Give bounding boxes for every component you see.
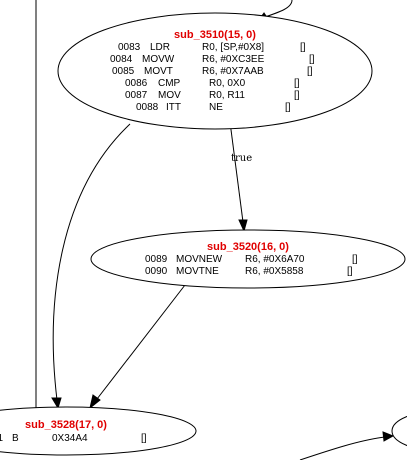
svg-text:0088: 0088 — [136, 102, 159, 113]
node-sub-3510[interactable]: sub_3510(15, 0) 0083 LDR R0, [SP,#0X8] [… — [57, 12, 373, 130]
node-title: sub_3520(16, 0) — [207, 241, 289, 253]
svg-text:0084: 0084 — [110, 54, 133, 65]
svg-text:0083: 0083 — [118, 42, 141, 53]
code-line: 0084 MOVW R6, #0XC3EE [] — [110, 54, 315, 65]
node-sub-3528[interactable]: sub_3528(17, 0) 01 B 0X34A4 [] — [0, 406, 197, 456]
svg-text:R6, #0XC3EE: R6, #0XC3EE — [202, 54, 265, 65]
svg-text:[]: [] — [294, 90, 300, 101]
svg-text:MOVW: MOVW — [142, 54, 175, 65]
svg-text:[]: [] — [141, 433, 147, 444]
edge-3510-to-3528 — [52, 123, 131, 401]
node-sub-3520[interactable]: sub_3520(16, 0) 0089 MOVNEW R6, #0X6A70 … — [90, 229, 406, 289]
svg-text:0090: 0090 — [145, 266, 168, 277]
code-line: 01 B 0X34A4 [] — [0, 433, 147, 444]
svg-text:[]: [] — [307, 66, 313, 77]
edge-to-offscreen-node — [299, 436, 386, 460]
svg-text:LDR: LDR — [150, 42, 170, 53]
svg-text:01: 01 — [0, 433, 4, 444]
node-title: sub_3510(15, 0) — [174, 29, 256, 41]
svg-text:MOVNEW: MOVNEW — [176, 254, 223, 265]
svg-text:R6, #0X6A70: R6, #0X6A70 — [245, 254, 305, 265]
edge-incoming-top-right — [261, 0, 293, 19]
svg-text:MOVT: MOVT — [144, 66, 173, 77]
arrowhead-3520-to-3528 — [89, 394, 101, 410]
svg-text:[]: [] — [347, 266, 353, 277]
svg-text:R0, R11: R0, R11 — [209, 90, 245, 101]
code-line: 0088 ITT NE [] — [136, 102, 291, 113]
code-line: 0086 CMP R0, 0X0 [] — [125, 78, 300, 89]
svg-text:0085: 0085 — [112, 66, 135, 77]
svg-text:0086: 0086 — [125, 78, 148, 89]
edge-label-true: true — [231, 153, 252, 164]
svg-text:CMP: CMP — [158, 78, 181, 89]
svg-text:0087: 0087 — [125, 90, 148, 101]
code-line: 0085 MOVT R6, #0X7AAB [] — [112, 66, 313, 77]
svg-text:[]: [] — [300, 42, 306, 53]
arrowhead-3510-to-3528 — [51, 397, 62, 410]
svg-text:[]: [] — [294, 78, 300, 89]
edge-3510-to-3520 — [229, 121, 244, 223]
svg-text:NE: NE — [209, 102, 223, 113]
svg-text:R6, #0X5858: R6, #0X5858 — [245, 266, 304, 277]
code-line: 0089 MOVNEW R6, #0X6A70 [] — [145, 254, 358, 265]
svg-text:R6, #0X7AAB: R6, #0X7AAB — [202, 66, 264, 77]
svg-text:ITT: ITT — [166, 102, 181, 113]
code-line: 0083 LDR R0, [SP,#0X8] [] — [118, 42, 306, 53]
svg-text:B: B — [12, 433, 19, 444]
code-line: 0090 MOVTNE R6, #0X5858 [] — [145, 266, 353, 277]
arrowhead-3510-to-3520 — [238, 219, 248, 233]
node-offscreen-right[interactable] — [391, 411, 407, 451]
svg-text:[]: [] — [352, 254, 358, 265]
svg-text:[]: [] — [309, 54, 315, 65]
code-line: 0087 MOV R0, R11 [] — [125, 90, 300, 101]
node-title: sub_3528(17, 0) — [25, 419, 107, 431]
svg-text:MOVTNE: MOVTNE — [176, 266, 219, 277]
svg-text:R0, [SP,#0X8]: R0, [SP,#0X8] — [202, 42, 264, 53]
svg-text:MOV: MOV — [158, 90, 181, 101]
svg-text:0089: 0089 — [145, 254, 168, 265]
svg-text:0X34A4: 0X34A4 — [52, 433, 88, 444]
svg-text:R0, 0X0: R0, 0X0 — [209, 78, 246, 89]
svg-text:[]: [] — [285, 102, 291, 113]
edge-3520-to-3528 — [96, 284, 186, 400]
arrowhead-offscreen-node — [382, 431, 395, 442]
